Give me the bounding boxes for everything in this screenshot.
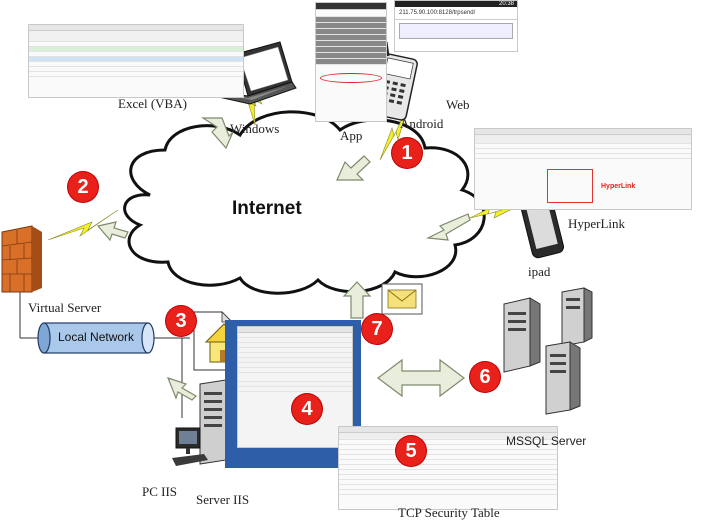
phone-time: 20:38 (395, 1, 517, 7)
pc-icon (172, 427, 208, 466)
tablet-icon (519, 193, 565, 259)
marker-7: 7 (362, 314, 392, 344)
arrow-to-pc (166, 377, 197, 401)
excel-screenshot (28, 24, 244, 98)
marker-5: 5 (396, 436, 426, 466)
ipad-label: ipad (528, 264, 551, 279)
arrow-cloud-to-vserver (96, 221, 129, 242)
arrow-ipad-to-cloud (425, 213, 471, 241)
marker-2: 2 (68, 172, 98, 202)
envelope-icon (381, 283, 423, 315)
tcp-table-screenshot (338, 426, 558, 510)
marker-3: 3 (166, 306, 196, 336)
web-url: 211.75.90.100:8128/trpsend/ (395, 7, 517, 20)
virtual-server-label: Virtual Server (28, 300, 102, 315)
app-label: App (340, 128, 363, 143)
windows-label: Windows (230, 121, 280, 136)
laptop-icon (213, 41, 297, 105)
mssql-server-label: MSSQL Server (506, 434, 587, 448)
cloud-icon (123, 110, 486, 295)
internet-label: Internet (232, 198, 302, 219)
hyperlink-red-label: HyperLink (601, 183, 636, 190)
app-screenshot (315, 2, 387, 122)
arrow-excel-to-cloud (200, 117, 234, 150)
arrow-console-to-cloud (342, 281, 372, 319)
firewall-icon (1, 225, 42, 293)
arrow-console-mssql-double (377, 358, 465, 398)
cylinder-icon (37, 322, 155, 354)
web-label: Web (446, 97, 470, 112)
android-label: Android (400, 116, 444, 131)
server-iis-label: Server IIS (196, 492, 250, 507)
local-network-label: Local Network (58, 330, 135, 344)
tcp-security-table-label: TCP Security Table (398, 505, 500, 520)
arrow-android-to-cloud (336, 155, 371, 181)
web-screenshot: 20:38 211.75.90.100:8128/trpsend/ (394, 0, 518, 52)
hyperlink-screenshot: HyperLink (474, 128, 692, 210)
marker-4: 4 (292, 394, 322, 424)
pc-iis-label: PC IIS (142, 484, 178, 499)
server-icon-mssql (503, 287, 593, 415)
hyperlink-label: HyperLink (568, 216, 626, 231)
marker-1: 1 (392, 138, 422, 168)
lightning-icon-vserver (47, 209, 119, 241)
excel-label: Excel (VBA) (118, 96, 187, 111)
marker-6: 6 (470, 362, 500, 392)
